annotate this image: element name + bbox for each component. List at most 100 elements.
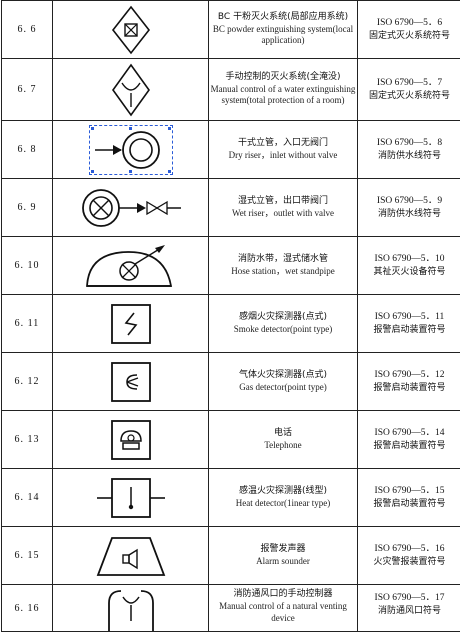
symbol-cell bbox=[52, 178, 209, 237]
category-label: 火灾警报装置符号 bbox=[373, 556, 446, 567]
heat-detector-icon bbox=[96, 477, 165, 518]
row-number: 6. 9 bbox=[1, 178, 53, 237]
row-number: 6. 12 bbox=[1, 352, 53, 411]
description-en: Gas detector(point type) bbox=[239, 381, 327, 392]
description-zh: 干式立管，入口无阀门 bbox=[237, 137, 328, 148]
description-zh: 报警发声器 bbox=[260, 543, 306, 554]
table-row: 6. 7 手动控制的灭火系统(全淹没) Manual control of a … bbox=[1, 58, 460, 121]
table-row: 6. 9 湿式立管，出口带阀门 Wet riser，outlet with va… bbox=[1, 178, 460, 237]
standard-cell: ISO 6790—5．14 报警启动装置符号 bbox=[357, 410, 460, 469]
description-cell: 湿式立管，出口带阀门 Wet riser，outlet with valve bbox=[208, 178, 358, 237]
wet-riser-icon bbox=[81, 188, 181, 227]
description-cell: 手动控制的灭火系统(全淹没) Manual control of a water… bbox=[208, 58, 358, 121]
standard-ref: ISO 6790—5．16 bbox=[374, 543, 445, 554]
standard-ref: ISO 6790—5．14 bbox=[374, 427, 445, 438]
standard-cell: ISO 6790—5．8 消防供水线符号 bbox=[357, 120, 460, 179]
description-zh: 消防水带，湿式储水管 bbox=[237, 253, 328, 264]
standard-cell: ISO 6790—5．9 消防供水线符号 bbox=[357, 178, 460, 237]
description-cell: 电话 Telephone bbox=[208, 410, 358, 469]
category-label: 消防通风口符号 bbox=[377, 606, 441, 617]
standard-cell: ISO 6790—5．11 报警启动装置符号 bbox=[357, 294, 460, 353]
description-en: BC powder extinguishing system(local app… bbox=[212, 23, 354, 46]
row-number: 6. 7 bbox=[1, 58, 53, 121]
standard-ref: ISO 6790—5．6 bbox=[376, 17, 443, 28]
category-label: 报警启动装置符号 bbox=[373, 382, 446, 393]
symbol-cell bbox=[52, 352, 209, 411]
gas-detector-icon bbox=[110, 361, 151, 402]
standard-cell: ISO 6790—5．12 报警启动装置符号 bbox=[357, 352, 460, 411]
standard-cell: ISO 6790—5．7 固定式灭火系统符号 bbox=[357, 58, 460, 121]
standard-ref: ISO 6790—5．17 bbox=[374, 593, 445, 603]
description-zh: 气体火灾探测器(点式) bbox=[238, 369, 328, 380]
description-zh: 湿式立管，出口带阀门 bbox=[237, 195, 328, 206]
standard-ref: ISO 6790—5．8 bbox=[376, 137, 443, 148]
description-en: Smoke detector(point type) bbox=[233, 323, 333, 334]
description-en: Telephone bbox=[264, 439, 302, 450]
symbol-cell bbox=[52, 526, 209, 585]
description-en: Wet riser，outlet with valve bbox=[232, 207, 334, 218]
symbol-cell bbox=[52, 468, 209, 527]
row-number: 6. 10 bbox=[1, 236, 53, 295]
table-row: 6. 13 电话 Telephone ISO 6790—5．14 报警启动装置符… bbox=[1, 410, 460, 469]
description-zh: 感温火灾探测器(线型) bbox=[238, 485, 328, 496]
standard-ref: ISO 6790—5．10 bbox=[374, 253, 445, 264]
table-row: 6. 15 报警发声器 Alarm sounder ISO 6790—5．16 … bbox=[1, 526, 460, 585]
description-zh: 手动控制的灭火系统(全淹没) bbox=[225, 71, 341, 82]
vent-control-icon bbox=[107, 590, 154, 631]
standard-ref: ISO 6790—5．7 bbox=[376, 77, 443, 88]
category-label: 其祉灭火设备符号 bbox=[373, 266, 446, 277]
description-en: Heat detector(1inear type) bbox=[235, 497, 331, 508]
row-number: 6. 11 bbox=[1, 294, 53, 353]
description-cell: 消防水带，湿式储水管 Hose station，wet standpipe bbox=[208, 236, 358, 295]
table-row: 6. 11 感烟火灾探测器(点式) Smoke detector(point t… bbox=[1, 294, 460, 353]
table-row: 6. 14 感温火灾探测器(线型) Heat detector(1inear t… bbox=[1, 468, 460, 527]
symbol-cell bbox=[52, 120, 209, 179]
table-row: 6. 8 干式立管，入口无阀门 Dry riser，inlet without … bbox=[1, 120, 460, 179]
category-label: 消防供水线符号 bbox=[377, 208, 441, 219]
diamond-y-icon bbox=[111, 63, 150, 116]
standard-ref: ISO 6790—5．12 bbox=[374, 369, 445, 380]
description-zh: BC 干粉灭火系统(局部应用系统) bbox=[217, 11, 349, 22]
category-label: 报警启动装置符号 bbox=[373, 324, 446, 335]
category-label: 报警启动装置符号 bbox=[373, 440, 446, 451]
row-number: 6. 16 bbox=[1, 584, 53, 632]
description-zh: 感烟火灾探测器(点式) bbox=[238, 311, 328, 322]
category-label: 固定式灭火系统符号 bbox=[368, 30, 450, 41]
category-label: 报警启动装置符号 bbox=[373, 498, 446, 509]
symbol-cell bbox=[52, 294, 209, 353]
standard-ref: ISO 6790—5．15 bbox=[374, 485, 445, 496]
table-row: 6. 16 消防通风口的手动控制器 Manual control of a na… bbox=[1, 584, 460, 632]
description-zh: 电话 bbox=[273, 427, 292, 438]
description-cell: 报警发声器 Alarm sounder bbox=[208, 526, 358, 585]
description-cell: 消防通风口的手动控制器 Manual control of a natural … bbox=[208, 584, 358, 632]
category-label: 固定式灭火系统符号 bbox=[368, 90, 450, 101]
standard-cell: ISO 6790—5．16 火灾警报装置符号 bbox=[357, 526, 460, 585]
row-number: 6. 14 bbox=[1, 468, 53, 527]
description-cell: BC 干粉灭火系统(局部应用系统) BC powder extinguishin… bbox=[208, 0, 358, 59]
telephone-icon bbox=[110, 419, 151, 460]
description-cell: 气体火灾探测器(点式) Gas detector(point type) bbox=[208, 352, 358, 411]
standard-ref: ISO 6790—5．11 bbox=[374, 311, 445, 322]
description-cell: 感烟火灾探测器(点式) Smoke detector(point type) bbox=[208, 294, 358, 353]
standard-ref: ISO 6790—5．9 bbox=[376, 195, 443, 206]
category-label: 消防供水线符号 bbox=[377, 150, 441, 161]
table-row: 6. 12 气体火灾探测器(点式) Gas detector(point typ… bbox=[1, 352, 460, 411]
standard-cell: ISO 6790—5．10 其祉灭火设备符号 bbox=[357, 236, 460, 295]
description-en: Manual control of a water extinguishing … bbox=[210, 83, 356, 106]
description-cell: 干式立管，入口无阀门 Dry riser，inlet without valve bbox=[208, 120, 358, 179]
description-en: Dry riser，inlet without valve bbox=[228, 149, 338, 160]
standard-cell: ISO 6790—5．6 固定式灭火系统符号 bbox=[357, 0, 460, 59]
symbol-cell bbox=[52, 0, 209, 59]
description-en: Alarm sounder bbox=[256, 555, 310, 566]
symbol-cell bbox=[52, 584, 209, 632]
alarm-sounder-icon bbox=[96, 536, 165, 576]
row-number: 6. 13 bbox=[1, 410, 53, 469]
smoke-detector-icon bbox=[110, 303, 151, 344]
description-en: Hose station，wet standpipe bbox=[231, 265, 335, 276]
dry-riser-icon bbox=[88, 124, 173, 175]
table-row: 6. 6 BC 干粉灭火系统(局部应用系统) BC powder extingu… bbox=[1, 0, 460, 59]
table-row: 6. 10 消防水带，湿式储水管 Hose station，wet standp… bbox=[1, 236, 460, 295]
standard-cell: ISO 6790—5．15 报警启动装置符号 bbox=[357, 468, 460, 527]
symbol-cell bbox=[52, 58, 209, 121]
